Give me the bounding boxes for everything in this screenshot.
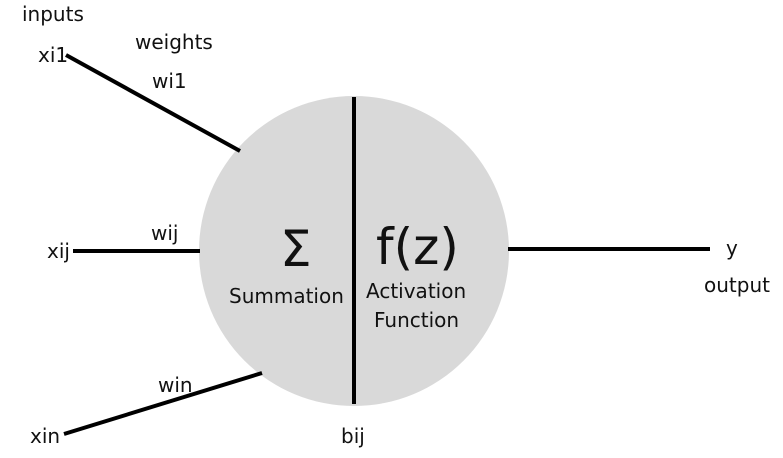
weight-label-win: win: [158, 373, 193, 397]
activation-symbol: f(z): [376, 218, 459, 276]
weight-label-wi1: wi1: [152, 69, 187, 93]
weight-label-wij: wij: [151, 221, 179, 245]
input-label-xij: xij: [47, 239, 70, 263]
weights-heading: weights: [135, 30, 213, 54]
inputs-heading: inputs: [22, 2, 84, 26]
input-label-xi1: xi1: [38, 43, 69, 67]
input-line-n: [63, 371, 263, 436]
bias-label: bij: [341, 424, 365, 448]
summation-label: Summation: [229, 284, 344, 308]
input-line-1: [65, 53, 241, 153]
summation-symbol: Σ: [280, 220, 312, 278]
activation-label-line2: Function: [374, 308, 460, 332]
output-label: output: [704, 273, 770, 297]
input-label-xin: xin: [30, 424, 61, 448]
output-y-label: y: [726, 236, 738, 260]
activation-label-line1: Activation: [366, 279, 467, 303]
